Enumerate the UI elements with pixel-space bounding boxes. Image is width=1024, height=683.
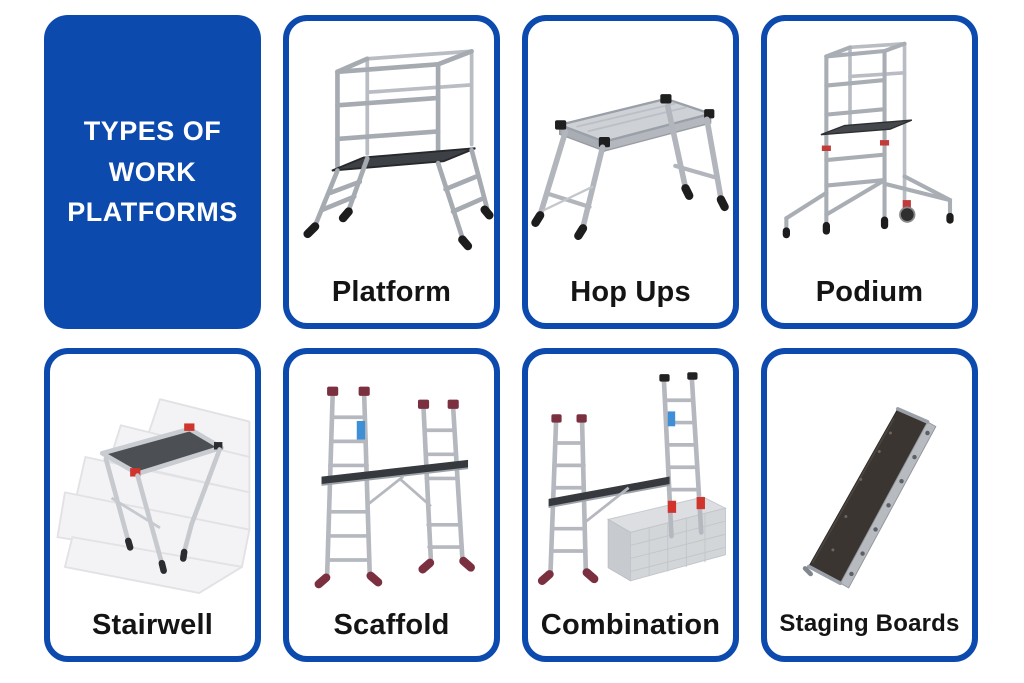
platform-image-area [289,21,494,276]
card-label-podium: Podium [815,276,924,308]
card-scaffold: Scaffold [283,348,500,662]
card-label-hop-ups: Hop Ups [570,276,691,308]
card-platform: Platform [283,15,500,329]
combination-product-image [537,371,727,585]
podium-product-image [782,41,954,238]
card-label-platform: Platform [331,276,452,308]
card-label-scaffold: Scaffold [333,609,450,641]
platform-product-image [303,48,494,250]
staging-boards-image-area [767,354,972,610]
hop-ups-image-area [528,21,733,276]
combination-image-area [528,354,733,609]
staging-board-product-image [802,407,936,589]
hop-up-product-image [531,93,729,240]
podium-image-area [767,21,972,276]
card-label-stairwell: Stairwell [91,609,214,641]
card-label-staging-boards: Staging Boards [779,610,960,637]
infographic-title: TYPES OF WORK PLATFORMS [67,116,238,228]
scaffold-product-image [314,386,475,588]
title-card: TYPES OF WORK PLATFORMS [44,15,261,329]
card-combination: Combination [522,348,739,662]
card-staging-boards: Staging Boards [761,348,978,662]
card-label-combination: Combination [540,609,721,641]
card-stairwell: Stairwell [44,348,261,662]
scaffold-image-area [289,354,494,609]
stairwell-image-area [50,354,255,609]
card-podium: Podium [761,15,978,329]
stairwell-product-image [56,397,251,594]
card-hop-ups: Hop Ups [522,15,739,329]
